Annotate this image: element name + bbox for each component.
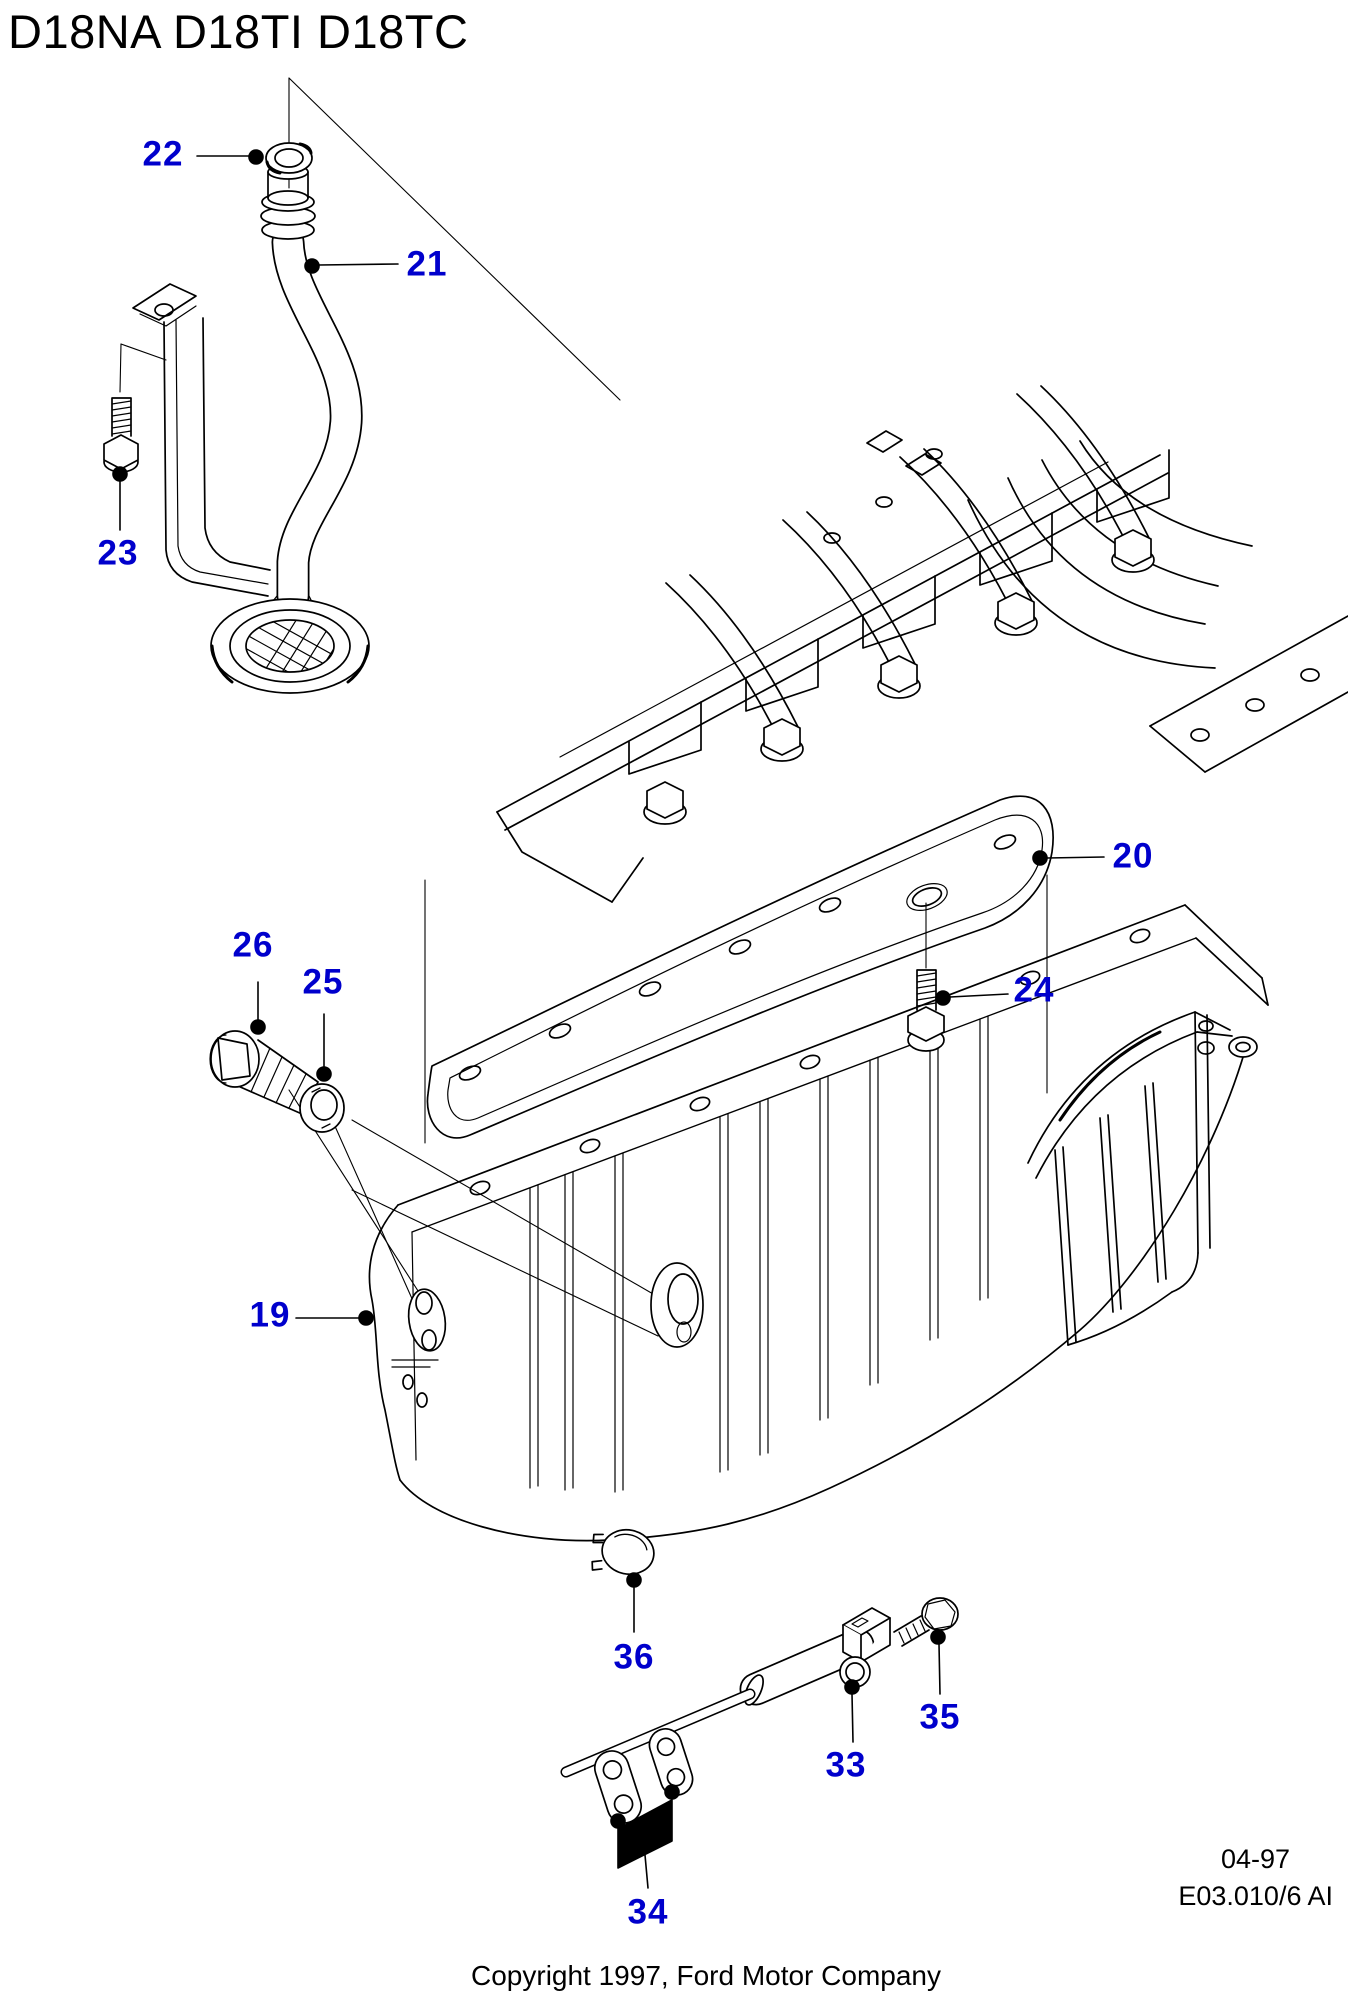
drain-plug: [209, 1030, 319, 1115]
callout-26[interactable]: 26: [232, 925, 274, 965]
copyright-footer: Copyright 1997, Ford Motor Company: [471, 1960, 941, 1991]
strainer-mesh: [246, 620, 334, 672]
ref-date: 04-97: [1220, 1844, 1290, 1874]
pickup-strainer: [210, 595, 370, 694]
baffle-tray: [1027, 1011, 1258, 1346]
page-title: D18NA D18TI D18TC: [8, 5, 469, 58]
tube-bolt: [893, 1597, 959, 1647]
bearing-cap-5: [1096, 449, 1170, 573]
leader-lines: [112, 149, 1105, 1889]
oil-pickup-tube: [260, 164, 363, 613]
bearing-cap-4: [979, 512, 1053, 636]
o-ring: [265, 142, 313, 175]
callout-36[interactable]: 36: [613, 1637, 655, 1677]
callout-20[interactable]: 20: [1112, 836, 1154, 876]
detail-frame-lines: [119, 77, 1048, 1337]
callout-21[interactable]: 21: [406, 244, 448, 284]
drain-plug-washer: [299, 1083, 345, 1133]
callout-25[interactable]: 25: [302, 962, 344, 1002]
bearing-cap-2: [745, 638, 819, 762]
bearing-cap-3: [862, 575, 936, 699]
pickup-bracket: [132, 283, 271, 597]
callout-35[interactable]: 35: [919, 1697, 961, 1737]
callout-24[interactable]: 24: [1013, 970, 1055, 1010]
blanking-cap: [591, 1528, 655, 1576]
ref-code: E03.010/6 AI: [1178, 1881, 1333, 1911]
callout-23[interactable]: 23: [97, 533, 139, 573]
callout-22[interactable]: 22: [142, 134, 184, 174]
callout-19[interactable]: 19: [249, 1295, 291, 1335]
bearing-cap-1: [628, 701, 702, 825]
oil-pan: [368, 904, 1269, 1542]
mounting-plates: [593, 1728, 694, 1824]
pan-ribs: [529, 1015, 989, 1493]
callout-34[interactable]: 34: [627, 1892, 669, 1932]
callout-33[interactable]: 33: [825, 1745, 867, 1785]
engine-block: [496, 385, 1348, 903]
sump-gasket: [426, 795, 1054, 1139]
pan-bolt: [907, 902, 945, 1052]
bracket-bolt: [103, 397, 139, 473]
